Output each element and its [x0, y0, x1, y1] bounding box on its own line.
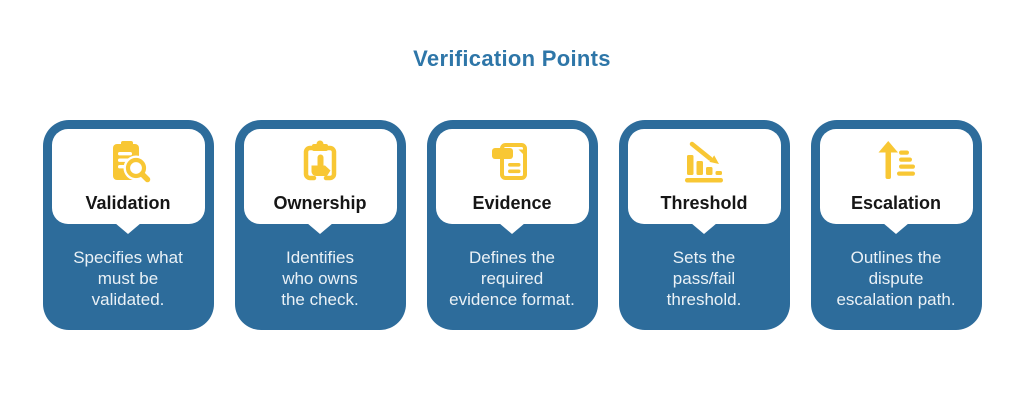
card-title: Ownership	[273, 193, 367, 213]
clipboard-person-icon	[296, 138, 344, 186]
card-bubble: Evidence	[435, 129, 589, 224]
cards-row: Validation Specifies what must be valida…	[0, 120, 1024, 330]
card-description: Outlines the dispute escalation path.	[836, 247, 956, 309]
card-evidence: Evidence Defines the required evidence f…	[426, 120, 598, 330]
card-title: Threshold	[660, 193, 748, 213]
ascending-list-arrow-icon	[872, 138, 920, 186]
card-bubble: Escalation	[819, 129, 973, 224]
document-tab-icon	[488, 138, 536, 186]
card-title: Evidence	[472, 193, 552, 213]
card-validation: Validation Specifies what must be valida…	[42, 120, 214, 330]
clipboard-magnifier-icon	[104, 138, 152, 186]
card-bubble: Ownership	[243, 129, 397, 224]
card-title: Escalation	[850, 193, 942, 213]
card-threshold: Threshold Sets the pass/fail threshold.	[618, 120, 790, 330]
card-title: Validation	[85, 193, 171, 213]
card-description: Identifies who owns the check.	[281, 247, 359, 309]
card-bubble: Validation	[51, 129, 205, 224]
declining-bar-chart-icon	[680, 138, 728, 186]
card-description: Sets the pass/fail threshold.	[666, 247, 742, 309]
card-bubble: Threshold	[627, 129, 781, 224]
card-description: Specifies what must be validated.	[73, 247, 183, 309]
card-ownership: Ownership Identifies who owns the check.	[234, 120, 406, 330]
card-description: Defines the required evidence format.	[449, 247, 575, 309]
card-escalation: Escalation Outlines the dispute escalati…	[810, 120, 982, 330]
page-title: Verification Points	[413, 46, 611, 71]
